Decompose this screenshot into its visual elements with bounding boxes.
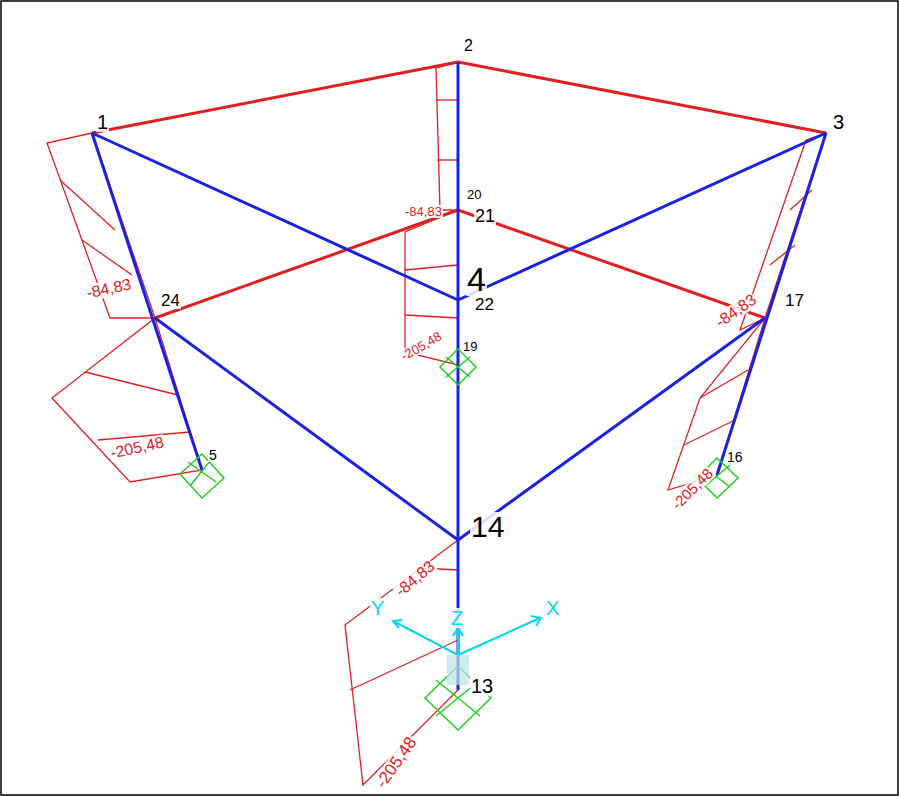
- moment-value: -205,48: [668, 465, 716, 513]
- joint-number: 22: [474, 296, 495, 313]
- joint-number: 5: [208, 448, 218, 462]
- joint-number: 16: [726, 450, 744, 464]
- axis-label: Y: [370, 598, 385, 618]
- joint-number: 3: [832, 112, 845, 132]
- moment-value: -84,83: [392, 558, 439, 601]
- moment-value: -84,83: [404, 205, 443, 218]
- joint-number: 20: [466, 188, 482, 201]
- joint-number: 14: [470, 512, 505, 542]
- joint-number: 4: [466, 262, 487, 296]
- axis-label: X: [545, 598, 560, 618]
- joint-number: 1: [96, 112, 109, 132]
- joint-number: 19: [462, 340, 478, 353]
- joint-number: 2: [463, 38, 474, 54]
- moment-value: -84,83: [84, 276, 134, 302]
- joint-number: 17: [784, 292, 805, 309]
- moment-value: -205,48: [372, 733, 420, 792]
- axis-label: Z: [450, 608, 464, 628]
- joint-number: 24: [160, 292, 181, 309]
- joint-number: 13: [470, 676, 494, 696]
- joint-number: 21: [474, 207, 496, 225]
